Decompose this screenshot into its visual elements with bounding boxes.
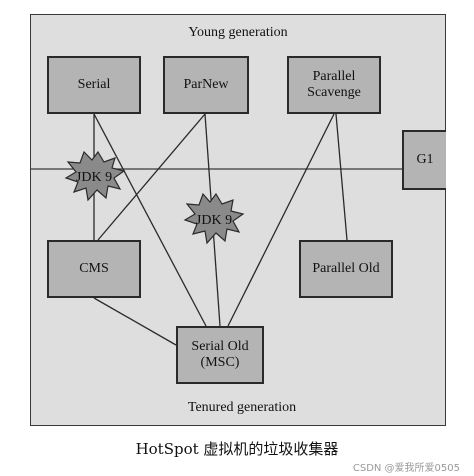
jdk9-label-2: JDK 9: [196, 213, 232, 228]
source-watermark: CSDN @爱我所爱0505: [352, 463, 460, 474]
jdk9-label-1: JDK 9: [76, 170, 112, 185]
figure-caption: HotSpot 虚拟机的垃圾收集器: [135, 440, 339, 458]
cms-collector-box: CMS: [47, 240, 141, 298]
jdk9-deprecation-star-1: JDK 9: [64, 150, 126, 202]
g1-collector-box: G1: [402, 130, 446, 190]
tenured-generation-label: Tenured generation: [187, 400, 297, 415]
link-cms-serial-old: [93, 297, 177, 346]
serial-collector-box: Serial: [47, 56, 141, 114]
link-parallel-scavenge-serial-old: [227, 113, 335, 327]
serial-old-collector-box: Serial Old (MSC): [176, 326, 264, 384]
parallel-old-collector-box: Parallel Old: [299, 240, 393, 298]
link-parnew-cms: [97, 113, 206, 241]
parnew-collector-box: ParNew: [163, 56, 249, 114]
young-generation-label: Young generation: [188, 25, 288, 40]
jdk9-deprecation-star-2: JDK 9: [183, 192, 245, 245]
link-serial-serial-old: [93, 113, 207, 327]
link-parallel-scavenge-parallel-old: [335, 113, 348, 241]
parallel-scavenge-collector-box: Parallel Scavenge: [287, 56, 381, 114]
